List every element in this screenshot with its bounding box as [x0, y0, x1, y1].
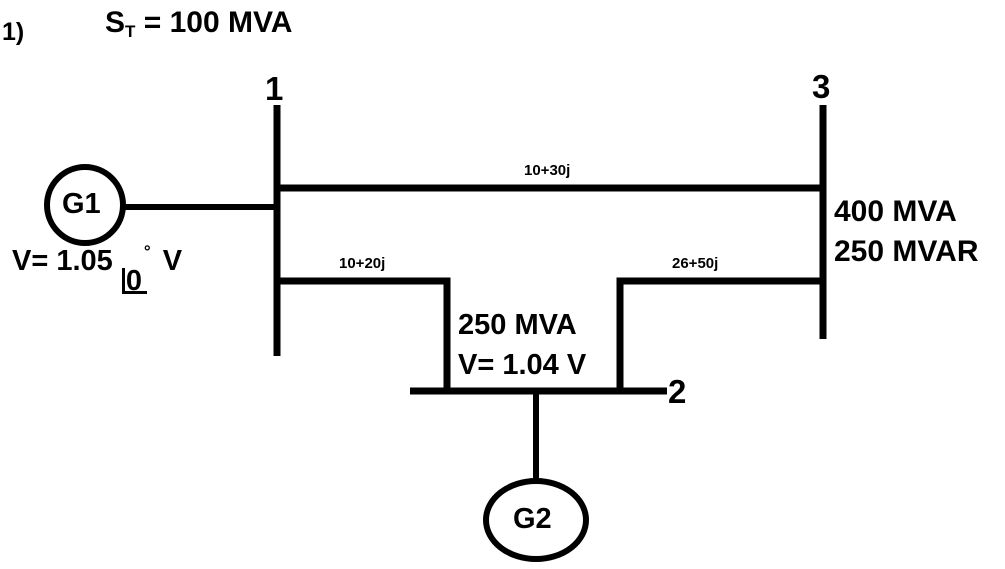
- line-3-2-impedance-label: 26+50j: [672, 255, 719, 272]
- g2-label: G2: [513, 503, 552, 535]
- g2-symbol: [483, 478, 589, 562]
- base-power-subscript: T: [125, 22, 136, 41]
- line-3-2: [616, 277, 823, 391]
- bus-3-load-annotation: 400 MVA 250 MVAR: [834, 192, 979, 271]
- angle-value: 0: [125, 265, 142, 297]
- bus-3-label: 3: [812, 68, 831, 105]
- bus-2-load-power: 250 MVA: [458, 309, 577, 341]
- bus-2-label: 2: [668, 373, 687, 410]
- base-power-label: ST = 100 MVA: [105, 6, 293, 41]
- bus-1-label: 1: [265, 70, 284, 107]
- bus-3-load-reactive: 250 MVAR: [834, 234, 979, 268]
- question-number: 1): [2, 18, 25, 46]
- source-voltage-magnitude: V= 1.05: [12, 245, 121, 277]
- line-1-3-impedance-label: 10+30j: [524, 162, 571, 179]
- line-1-2-impedance-label: 10+20j: [339, 255, 386, 272]
- base-power-equation: = 100 MVA: [135, 6, 293, 39]
- degree-symbol: °: [143, 242, 151, 261]
- bus-2-voltage: V= 1.04 V: [458, 349, 587, 382]
- bus-3-load-power: 400 MVA: [834, 195, 957, 228]
- base-power-symbol: S: [105, 6, 126, 39]
- g1-label: G1: [62, 188, 101, 220]
- source-voltage-unit: V: [162, 245, 183, 277]
- line-1-2: [277, 277, 451, 391]
- source-voltage-label: V= 1.05 0° V: [12, 243, 183, 296]
- bus-2-annotation: 250 MVA V= 1.04 V: [458, 305, 586, 385]
- g1-symbol: [44, 164, 126, 246]
